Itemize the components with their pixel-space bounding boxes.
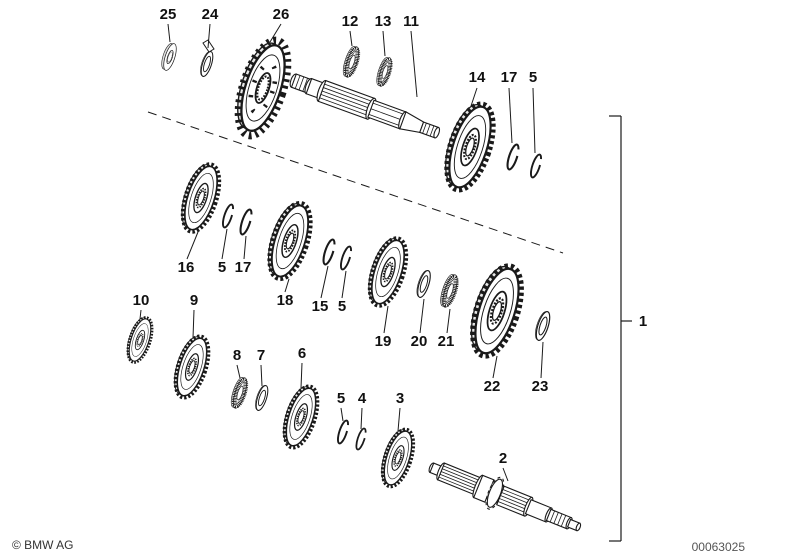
gear-3 (373, 423, 422, 493)
callout-15: 15 (312, 298, 329, 315)
callout-23: 23 (532, 378, 549, 395)
circlip-5-low (334, 418, 352, 446)
input-shaft-assembly (158, 34, 545, 195)
ring-23 (531, 309, 554, 343)
callout-11: 11 (403, 13, 419, 30)
circlip-17-top (504, 142, 522, 172)
middle-gear-set (174, 160, 554, 362)
gear-16 (174, 160, 226, 236)
callout-1: 1 (639, 313, 647, 330)
circlip-15 (320, 237, 338, 267)
callout-22: 22 (484, 378, 501, 395)
callout-17-mid: 17 (235, 259, 252, 276)
output-shaft-assembly (120, 312, 582, 532)
bearing-8 (228, 376, 249, 410)
assembly-axis-dashed-line (147, 111, 564, 254)
circlip-5-mid1 (219, 202, 237, 230)
callout-26: 26 (273, 6, 290, 23)
bearing-12 (340, 45, 361, 79)
callout-25: 25 (160, 6, 177, 23)
lock-washer-24 (197, 49, 216, 79)
group-bracket-1 (609, 115, 632, 542)
sprocket-26 (227, 34, 298, 141)
callout-5-mid2: 5 (338, 298, 346, 315)
leader-lines (139, 23, 544, 482)
gear-10 (120, 312, 159, 367)
circlip-5-top (527, 152, 545, 180)
callout-4: 4 (358, 390, 367, 407)
callout-10: 10 (133, 292, 150, 309)
circlip-4 (353, 426, 369, 452)
callout-3: 3 (396, 390, 404, 407)
callout-5-top: 5 (529, 69, 537, 86)
bearing-13 (374, 56, 394, 88)
gear-6 (274, 380, 326, 454)
callout-20: 20 (411, 333, 428, 350)
gear-18 (260, 198, 318, 284)
gear-14 (436, 98, 502, 195)
gear-22 (462, 260, 531, 362)
washer-20 (413, 268, 434, 300)
shaft-2 (428, 462, 582, 532)
callout-14: 14 (469, 69, 486, 86)
copyright-text: © BMW AG (12, 538, 74, 552)
callout-9: 9 (190, 292, 198, 309)
callout-19: 19 (375, 333, 392, 350)
callout-12: 12 (342, 13, 359, 30)
gear-9 (165, 330, 217, 404)
nut-25 (158, 41, 180, 73)
callout-5-mid1: 5 (218, 259, 226, 276)
washer-7 (252, 383, 271, 413)
callout-18: 18 (277, 292, 294, 309)
bearing-21 (438, 273, 460, 309)
callout-2: 2 (499, 450, 507, 467)
callout-5-low: 5 (337, 390, 345, 407)
callout-13: 13 (375, 13, 392, 30)
callout-16: 16 (178, 259, 195, 276)
callout-17-top: 17 (501, 69, 518, 86)
callout-6: 6 (298, 345, 306, 362)
circlip-17-mid (237, 207, 255, 237)
callout-24: 24 (202, 6, 219, 23)
circlip-5-mid2 (337, 244, 355, 272)
callout-21: 21 (438, 333, 455, 350)
document-number: 00063025 (692, 540, 746, 554)
callout-8: 8 (233, 347, 241, 364)
callout-7: 7 (257, 347, 265, 364)
gear-19 (361, 234, 413, 310)
shaft-11 (289, 73, 441, 139)
